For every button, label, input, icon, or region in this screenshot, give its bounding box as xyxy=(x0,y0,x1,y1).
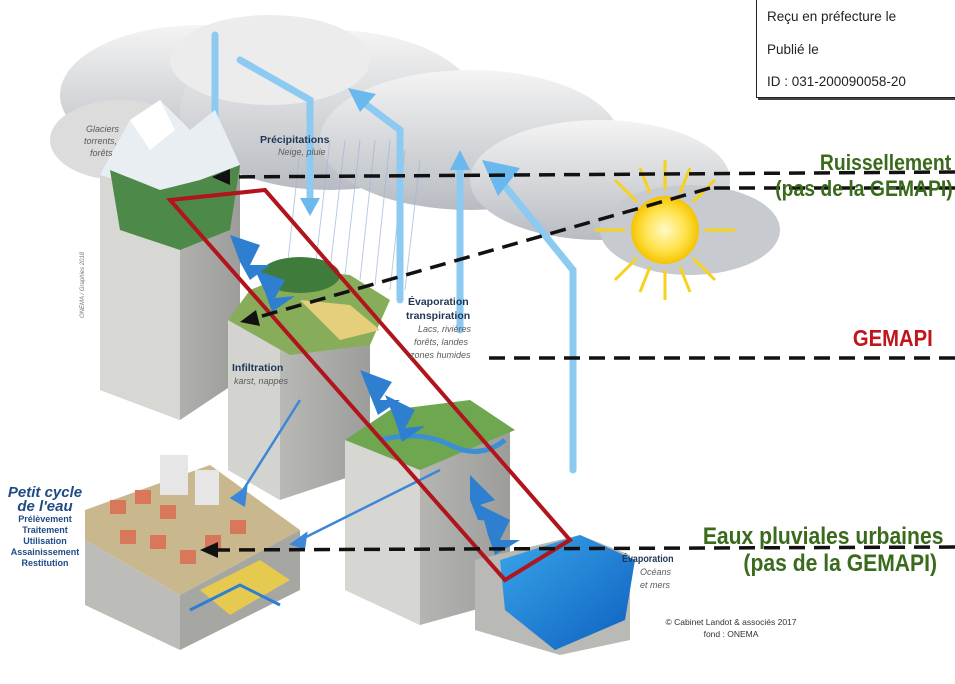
ruissellement-label: Ruissellement xyxy=(819,150,951,175)
label-onema-side: ONEMA / Graphies 2018 xyxy=(80,251,86,318)
label-oceans: Océans xyxy=(640,567,672,577)
label-lacs: Lacs, rivières xyxy=(418,324,472,334)
petit-cycle-item: Traitement xyxy=(22,525,68,535)
label-glaciers: Glaciers xyxy=(86,124,120,134)
eaux-pluviales-note: (pas de la GEMAPI) xyxy=(743,550,937,577)
petit-cycle-title-1: Petit cycle xyxy=(7,484,83,501)
ruissellement-note: (pas de la GEMAPI) xyxy=(775,176,953,201)
petit-cycle-item: Restitution xyxy=(21,558,69,568)
flow-arrows xyxy=(230,235,520,555)
petit-cycle-item: Utilisation xyxy=(23,536,67,546)
mountain-block xyxy=(100,100,240,420)
label-infiltration: Infiltration xyxy=(232,362,284,374)
label-evaporation-ocean: Évaporation xyxy=(622,553,674,565)
label-evaporation: Évaporation xyxy=(408,296,469,308)
petit-cycle-item: Assainissement xyxy=(10,547,80,557)
label-torrents: torrents, xyxy=(84,136,118,146)
gemapi-label: GEMAPI xyxy=(853,325,933,351)
credit-line-2: fond : ONEMA xyxy=(703,629,759,639)
credit: © Cabinet Landot & associés 2017 fond : … xyxy=(646,616,816,640)
sun-icon xyxy=(595,160,735,300)
rain xyxy=(287,139,421,291)
evaporation-arrows xyxy=(211,31,577,474)
gemapi-outline xyxy=(165,187,574,583)
dashed-arrowheads xyxy=(200,169,260,558)
infiltration-arrows xyxy=(229,399,441,550)
label-forets: forêts xyxy=(90,148,113,158)
petit-cycle-title-2: de l'eau xyxy=(17,498,73,515)
prefecture-stamp: Reçu en préfecture le Publié le ID : 031… xyxy=(756,0,955,98)
wetland-block xyxy=(345,400,515,625)
label-neige-pluie: Neige, pluie xyxy=(278,147,326,157)
stamp-published: Publié le xyxy=(767,42,819,57)
label-karst: karst, nappes xyxy=(234,376,289,386)
eaux-pluviales-label: Eaux pluviales urbaines xyxy=(702,523,943,550)
label-zones-humides: zones humides xyxy=(410,350,471,360)
stamp-received: Reçu en préfecture le xyxy=(767,9,897,24)
credit-line-1: © Cabinet Landot & associés 2017 xyxy=(665,617,797,627)
label-et-mers: et mers xyxy=(640,580,671,590)
petit-cycle-item: Prélèvement xyxy=(18,514,72,524)
dashed-lines xyxy=(214,170,955,552)
stamp-id: ID : 031-200090058-20 xyxy=(767,74,906,89)
town-block xyxy=(85,455,300,650)
label-transpiration: transpiration xyxy=(406,310,471,322)
label-precipitations: Précipitations xyxy=(260,134,330,146)
petit-cycle-legend: Petit cycle de l'eau Prélèvement Traitem… xyxy=(2,484,88,569)
label-forets-landes: forêts, landes xyxy=(414,337,469,347)
